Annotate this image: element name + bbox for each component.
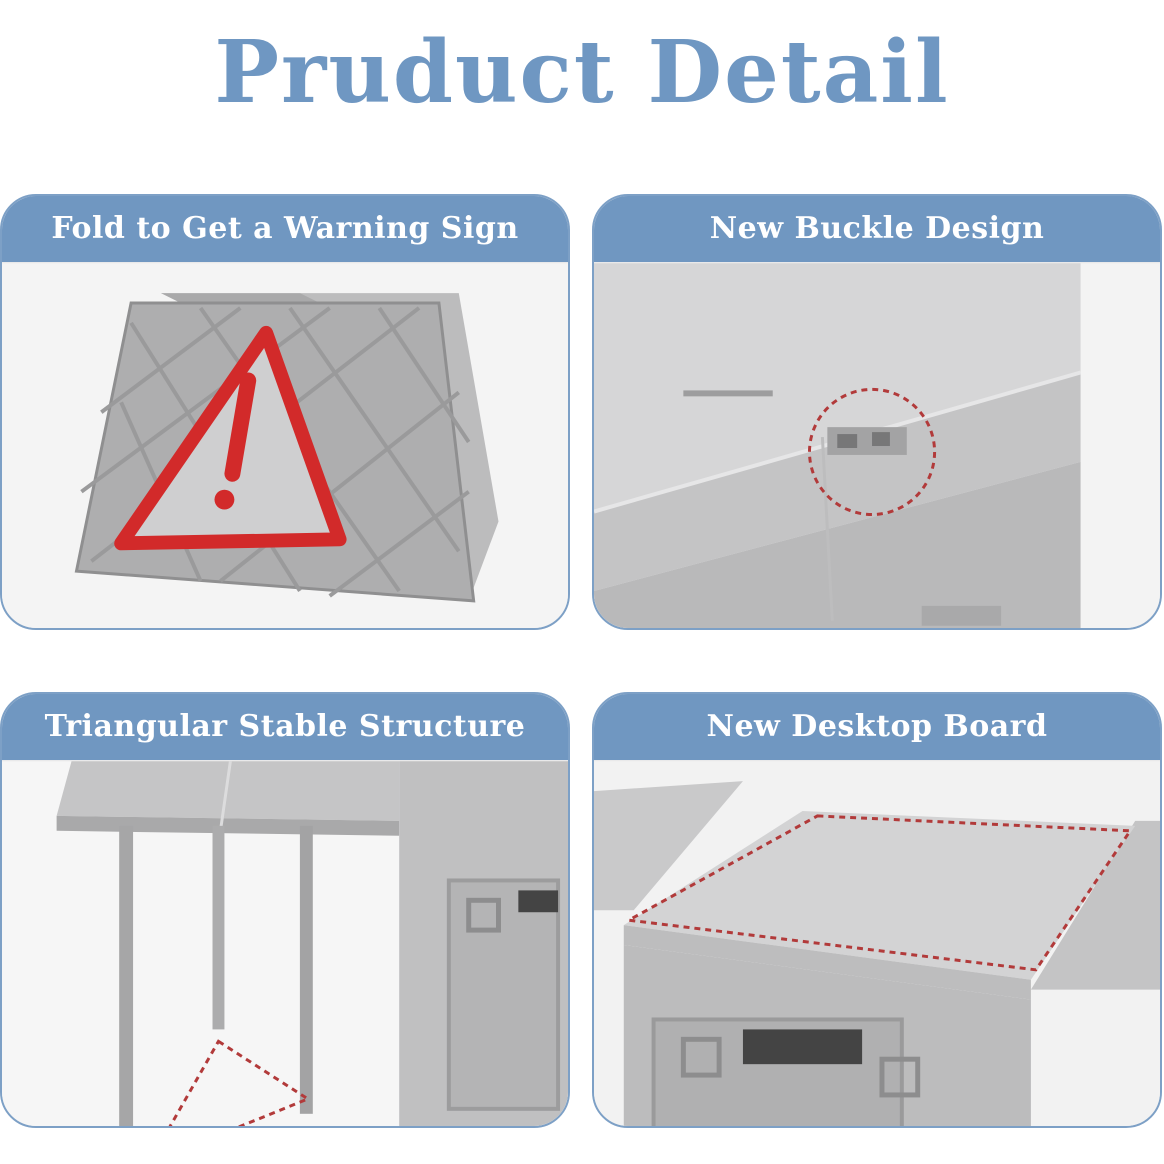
product-image-table-legs — [2, 760, 568, 1126]
page-title: Pruduct Detail — [214, 22, 950, 123]
product-image-buckle — [594, 262, 1160, 628]
product-image-desktop-board — [594, 760, 1160, 1126]
card-heading: New Buckle Design — [594, 196, 1160, 262]
card-warning-sign: Fold to Get a Warning Sign — [0, 194, 570, 630]
card-heading: New Desktop Board — [594, 694, 1160, 760]
card-desktop-board: New Desktop Board — [592, 692, 1162, 1128]
card-heading: Triangular Stable Structure — [2, 694, 568, 760]
product-image-warning-sign — [2, 262, 568, 628]
card-buckle-design: New Buckle Design — [592, 194, 1162, 630]
warning-triangle-icon — [114, 325, 347, 551]
card-heading: Fold to Get a Warning Sign — [2, 196, 568, 262]
card-triangular-structure: Triangular Stable Structure — [0, 692, 570, 1128]
